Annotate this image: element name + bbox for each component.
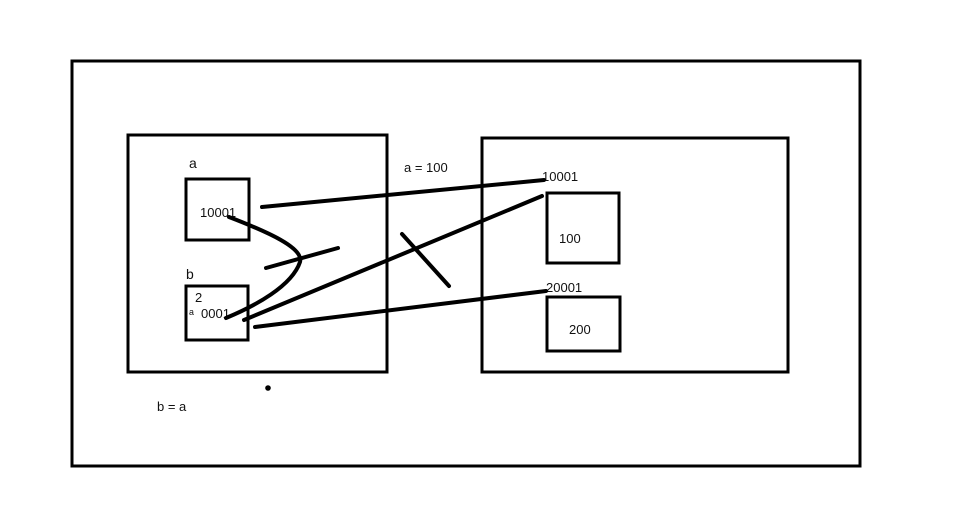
var-b-label: b xyxy=(186,266,194,282)
heap-obj2-box xyxy=(545,295,622,353)
cross-out-stroke xyxy=(400,232,451,288)
var-b-box xyxy=(184,284,250,342)
hand-drawn-strokes xyxy=(224,178,548,329)
var-b-overwrite-mark: 2 xyxy=(195,290,202,305)
annotation-assign-b: b = a xyxy=(157,399,187,414)
stack-region xyxy=(126,133,389,374)
stray-dot xyxy=(265,385,271,391)
var-b-address-scribble: ᵃ xyxy=(189,306,194,321)
outer-frame xyxy=(70,59,862,468)
crossing-stroke xyxy=(264,246,340,270)
heap-obj1-value: 100 xyxy=(559,231,581,246)
heap-region xyxy=(480,136,790,374)
annotation-assign-a: a = 100 xyxy=(404,160,448,175)
heap-obj2-address: 20001 xyxy=(546,280,582,295)
pointer-a-to-obj1-line xyxy=(260,178,546,209)
var-a-address: 10001 xyxy=(200,205,236,220)
var-a-box xyxy=(184,177,251,242)
curved-arrow-a-to-b xyxy=(224,215,303,320)
var-a-label: a xyxy=(189,155,197,171)
pointer-b-to-obj2-line xyxy=(253,289,548,329)
var-b-address: 0001 xyxy=(201,306,230,321)
pointer-b-to-obj1-line xyxy=(242,194,544,322)
heap-obj1-address: 10001 xyxy=(542,169,578,184)
heap-obj1-box xyxy=(545,191,621,265)
heap-obj2-value: 200 xyxy=(569,322,591,337)
